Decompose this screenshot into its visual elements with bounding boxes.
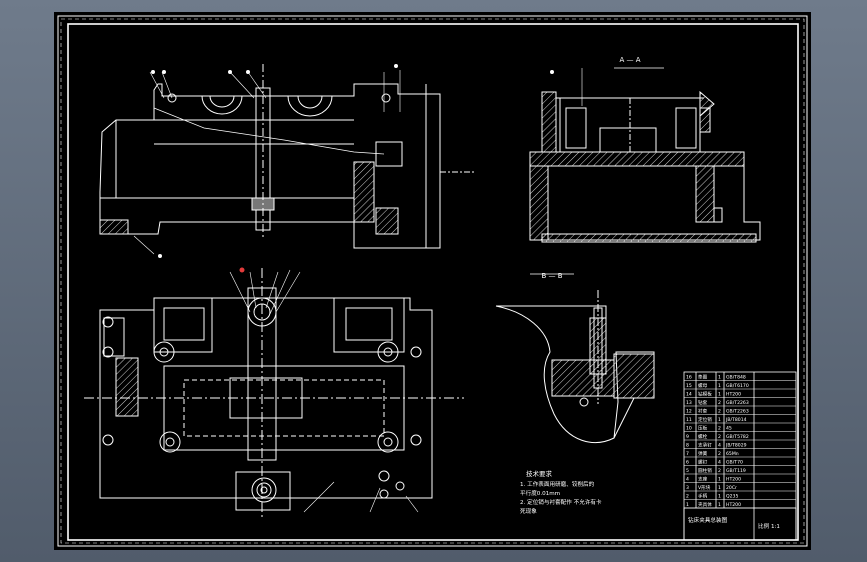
- tech-notes-heading: 技术要求: [526, 469, 553, 478]
- tech-note-line: 死现象: [520, 507, 537, 515]
- bom-cell-qty: 2: [718, 409, 721, 415]
- bom-cell-name: 手柄: [698, 493, 708, 500]
- bom-cell-no: 2: [686, 494, 689, 500]
- bom-cell-name: 定位销: [698, 416, 712, 423]
- bom-cell-qty: 4: [718, 460, 721, 466]
- bom-cell-name: 钻模板: [698, 391, 712, 398]
- bom-cell-qty: 1: [718, 417, 721, 423]
- bom-cell-no: 7: [686, 451, 689, 457]
- bom-cell-spec: HT200: [726, 502, 741, 508]
- bom-cell-name: 压板: [698, 425, 708, 432]
- technical-notes: 技术要求 1. 工作表面用研磨、铰削后的 平行度0.01mm 2. 定位销与衬套…: [520, 469, 602, 515]
- bom-cell-name: 弹簧: [698, 450, 708, 457]
- bom-cell-name: 夹具体: [698, 501, 712, 508]
- tech-note-line: 平行度0.01mm: [520, 489, 560, 497]
- drawing-sheet: A — A: [54, 12, 811, 550]
- bom-cell-qty: 2: [718, 400, 721, 406]
- border-ticks: [60, 18, 805, 544]
- section-label-b: B — B: [541, 272, 562, 280]
- bom-cell-spec: GB/T6170: [726, 383, 749, 389]
- bom-cell-spec: GB/T2263: [726, 400, 749, 406]
- detail-view-b-b: [495, 273, 655, 443]
- bom-cell-qty: 2: [718, 426, 721, 432]
- bom-cell-spec: JB/T8029: [725, 443, 747, 449]
- bom-cell-qty: 1: [718, 383, 721, 389]
- bom-cell-no: 9: [686, 434, 689, 440]
- engineering-drawing: A — A: [57, 15, 808, 547]
- front-view: [99, 64, 474, 258]
- bom-cell-qty: 2: [718, 434, 721, 440]
- bom-cell-spec: GB/T848: [726, 375, 746, 381]
- bom-cell-name: 钻套: [698, 399, 708, 406]
- bom-cell-spec: GB/T70: [726, 460, 743, 466]
- inner-border: [67, 23, 799, 541]
- bom-cell-no: 1: [686, 502, 689, 508]
- bom-cell-qty: 1: [718, 494, 721, 500]
- title-block-scale: 比例 1:1: [758, 522, 780, 530]
- bom-cell-name: 支承钉: [698, 442, 712, 449]
- bom-cell-name: 支座: [698, 476, 708, 483]
- title-block: 钻床夹具总装图 比例 1:1: [683, 507, 797, 541]
- tech-note-line: 2. 定位销与衬套配作 不允许有卡: [520, 498, 602, 506]
- bom-cell-name: V形块: [698, 484, 711, 491]
- bom-cell-no: 5: [686, 468, 689, 474]
- bom-cell-qty: 1: [718, 485, 721, 491]
- bom-cell-no: 14: [686, 392, 692, 398]
- bom-cell-name: 螺母: [698, 382, 708, 389]
- side-view-a-a: [529, 67, 761, 243]
- bom-cell-spec: Q235: [726, 494, 738, 500]
- bom-cell-name: 圆柱销: [698, 467, 712, 474]
- bom-cell-no: 13: [686, 400, 692, 406]
- bom-cell-no: 15: [686, 383, 692, 389]
- bom-cell-qty: 2: [718, 451, 721, 457]
- bom-cell-spec: 45: [726, 426, 732, 432]
- bom-cell-no: 4: [686, 477, 689, 483]
- bom-cell-qty: 1: [718, 502, 721, 508]
- bom-cell-no: 8: [686, 443, 689, 449]
- bom-cell-no: 16: [686, 375, 692, 381]
- bom-cell-no: 11: [686, 417, 692, 423]
- bom-cell-name: 垫圈: [698, 374, 708, 381]
- bom-cell-qty: 2: [718, 468, 721, 474]
- bom-cell-spec: GB/T2263: [726, 409, 749, 415]
- bom-cell-name: 螺钉: [698, 459, 708, 466]
- bom-cell-name: 衬套: [698, 408, 708, 415]
- bom-cell-spec: GB/T5782: [726, 434, 749, 440]
- bom-cell-qty: 1: [718, 392, 721, 398]
- bom-cell-no: 10: [686, 426, 692, 432]
- title-block-name: 钻床夹具总装图: [688, 516, 728, 524]
- bom-cell-spec: GB/T119: [726, 468, 746, 474]
- bom-cell-name: 螺栓: [698, 433, 708, 440]
- bom-cell-no: 3: [686, 485, 689, 491]
- bom-cell-spec: 65Mn: [726, 451, 739, 457]
- tech-note-line: 1. 工作表面用研磨、铰削后的: [520, 480, 595, 488]
- bom-cell-spec: HT200: [726, 392, 741, 398]
- bom-cell-spec: HT200: [726, 477, 741, 483]
- bom-cell-qty: 1: [718, 477, 721, 483]
- bom-cell-spec: 20Cr: [726, 485, 737, 491]
- bom-cell-no: 12: [686, 409, 692, 415]
- top-view: [84, 267, 464, 518]
- bom-cell-qty: 1: [718, 375, 721, 381]
- outer-border: [57, 15, 808, 547]
- section-label-a: A — A: [619, 56, 640, 64]
- bom-cell-spec: JB/T8014: [725, 417, 747, 423]
- bom-cell-no: 6: [686, 460, 689, 466]
- bom-cell-qty: 4: [718, 443, 721, 449]
